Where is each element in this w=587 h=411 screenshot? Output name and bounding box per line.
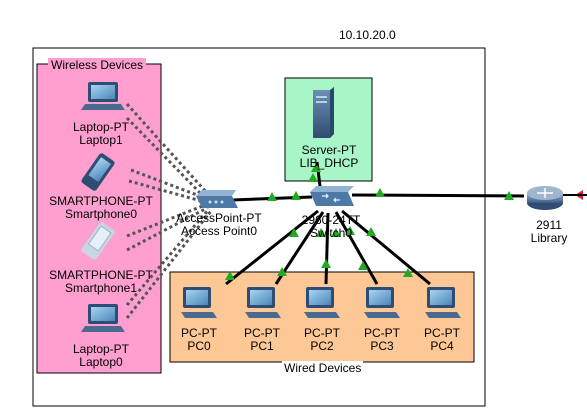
device-name: Smartphone1	[64, 281, 138, 295]
pc0-label[interactable]: PC-PT PC0	[181, 327, 217, 353]
device-name: Smartphone0	[64, 207, 138, 221]
wired-zone-title: Wired Devices	[282, 361, 364, 375]
smartphone1-icon[interactable]	[80, 221, 115, 261]
router-icon[interactable]	[527, 186, 563, 210]
device-name: Laptop1	[79, 133, 123, 147]
link-up-indicator	[504, 191, 514, 200]
device-type: PC-PT	[424, 326, 460, 340]
device-type: PC-PT	[181, 326, 217, 340]
device-type: Laptop-PT	[72, 342, 130, 356]
laptop1-label[interactable]: Laptop-PT Laptop1	[73, 121, 129, 147]
smartphone1-label[interactable]: SMARTPHONE-PT Smartphone1	[49, 269, 153, 295]
device-name: Library	[530, 231, 568, 245]
pc1-icon[interactable]	[245, 287, 281, 318]
device-type: PC-PT	[304, 326, 340, 340]
access-point-icon[interactable]	[196, 190, 238, 208]
device-name: Access Point0	[180, 224, 258, 238]
device-type: SMARTPHONE-PT	[49, 194, 153, 208]
link-up-indicator	[291, 191, 301, 200]
smartphone0-icon[interactable]	[80, 152, 115, 192]
laptop0-label[interactable]: Laptop-PT Laptop0	[73, 343, 129, 369]
laptop0-icon[interactable]	[81, 304, 125, 332]
pc4-label[interactable]: PC-PT PC4	[424, 327, 460, 353]
device-type: Laptop-PT	[72, 120, 130, 134]
link-up-indicator	[267, 192, 277, 201]
device-type: 2960-24TT	[301, 213, 361, 227]
switch-label[interactable]: 2960-24TT Switch0	[302, 214, 361, 240]
device-name: PC4	[430, 339, 454, 353]
device-type: 2911	[536, 218, 562, 232]
device-name: PC1	[250, 339, 274, 353]
link-up-indicator	[331, 228, 341, 237]
wireless-links	[125, 102, 213, 319]
laptop1-icon[interactable]	[81, 82, 125, 110]
switch-icon[interactable]	[310, 186, 354, 206]
device-name: PC0	[187, 339, 211, 353]
device-type: SMARTPHONE-PT	[49, 268, 153, 282]
link-up-indicator	[358, 261, 368, 270]
device-name: LIB_DHCP	[299, 156, 359, 170]
link-up-indicator	[375, 188, 385, 197]
pc0-icon[interactable]	[181, 287, 217, 318]
pc2-icon[interactable]	[304, 287, 340, 318]
device-name: Laptop0	[79, 355, 123, 369]
server-label[interactable]: Server-PT LIB_DHCP	[300, 144, 359, 170]
pc2-label[interactable]: PC-PT PC2	[304, 327, 340, 353]
network-address-label: 10.10.20.0	[339, 28, 396, 42]
device-name: PC3	[370, 339, 394, 353]
device-type: PC-PT	[364, 326, 400, 340]
device-type: AccessPoint-PT	[176, 211, 262, 225]
device-name: Switch0	[309, 226, 353, 240]
link-up-indicator	[345, 226, 355, 235]
link-up-indicator	[321, 259, 331, 268]
link-up-indicator	[225, 271, 235, 280]
link-up-indicator	[403, 268, 413, 277]
link-indicators	[225, 163, 514, 280]
pc3-icon[interactable]	[364, 287, 400, 318]
link-up-indicator	[311, 163, 321, 172]
smartphone0-label[interactable]: SMARTPHONE-PT Smartphone0	[49, 195, 153, 221]
access-point-label[interactable]: AccessPoint-PT Access Point0	[176, 212, 261, 238]
wired-links	[225, 161, 525, 286]
network-boundary	[32, 47, 486, 407]
link-up-indicator	[289, 228, 299, 237]
pc3-label[interactable]: PC-PT PC3	[364, 327, 400, 353]
wireless-zone-title: Wireless Devices	[48, 58, 147, 72]
device-type: Server-PT	[301, 143, 357, 157]
device-type: PC-PT	[244, 326, 280, 340]
pc4-icon[interactable]	[425, 287, 461, 318]
device-name: PC2	[310, 339, 334, 353]
pc1-label[interactable]: PC-PT PC1	[244, 327, 280, 353]
router-label[interactable]: 2911 Library	[531, 219, 568, 245]
link-up-indicator	[277, 267, 287, 276]
link-up-indicator	[308, 173, 318, 182]
server-icon[interactable]	[313, 87, 334, 138]
link-up-indicator	[316, 228, 326, 237]
link-up-indicator	[366, 227, 376, 236]
